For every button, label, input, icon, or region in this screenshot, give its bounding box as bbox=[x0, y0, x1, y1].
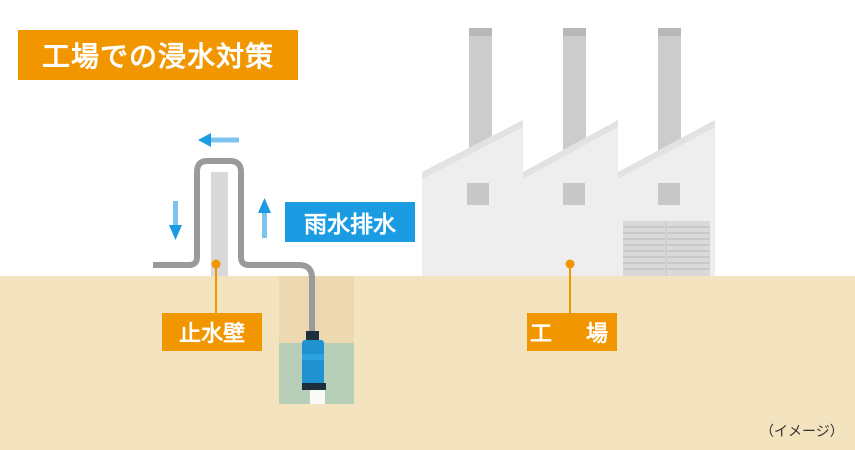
rain-drain-label: 雨水排水 bbox=[285, 202, 415, 242]
ground bbox=[0, 276, 855, 450]
factory-building bbox=[422, 28, 715, 276]
flood-wall bbox=[211, 172, 228, 276]
image-note: （イメージ） bbox=[760, 424, 844, 440]
wall-leader-dot bbox=[211, 259, 221, 269]
arrow-down-icon bbox=[169, 201, 182, 240]
factory-window bbox=[658, 183, 680, 205]
page-title: 工場での浸水対策 bbox=[18, 30, 298, 80]
drain-pipe bbox=[153, 158, 315, 333]
factory-leader-dot bbox=[565, 259, 575, 269]
arrow-up-icon bbox=[258, 198, 271, 238]
factory-window bbox=[563, 183, 585, 205]
factory-label: 工 場 bbox=[527, 313, 617, 351]
flood-wall-label: 止水壁 bbox=[162, 313, 262, 351]
arrow-left-icon bbox=[198, 133, 239, 147]
factory-window bbox=[467, 183, 489, 205]
submersible-pump bbox=[302, 331, 326, 404]
